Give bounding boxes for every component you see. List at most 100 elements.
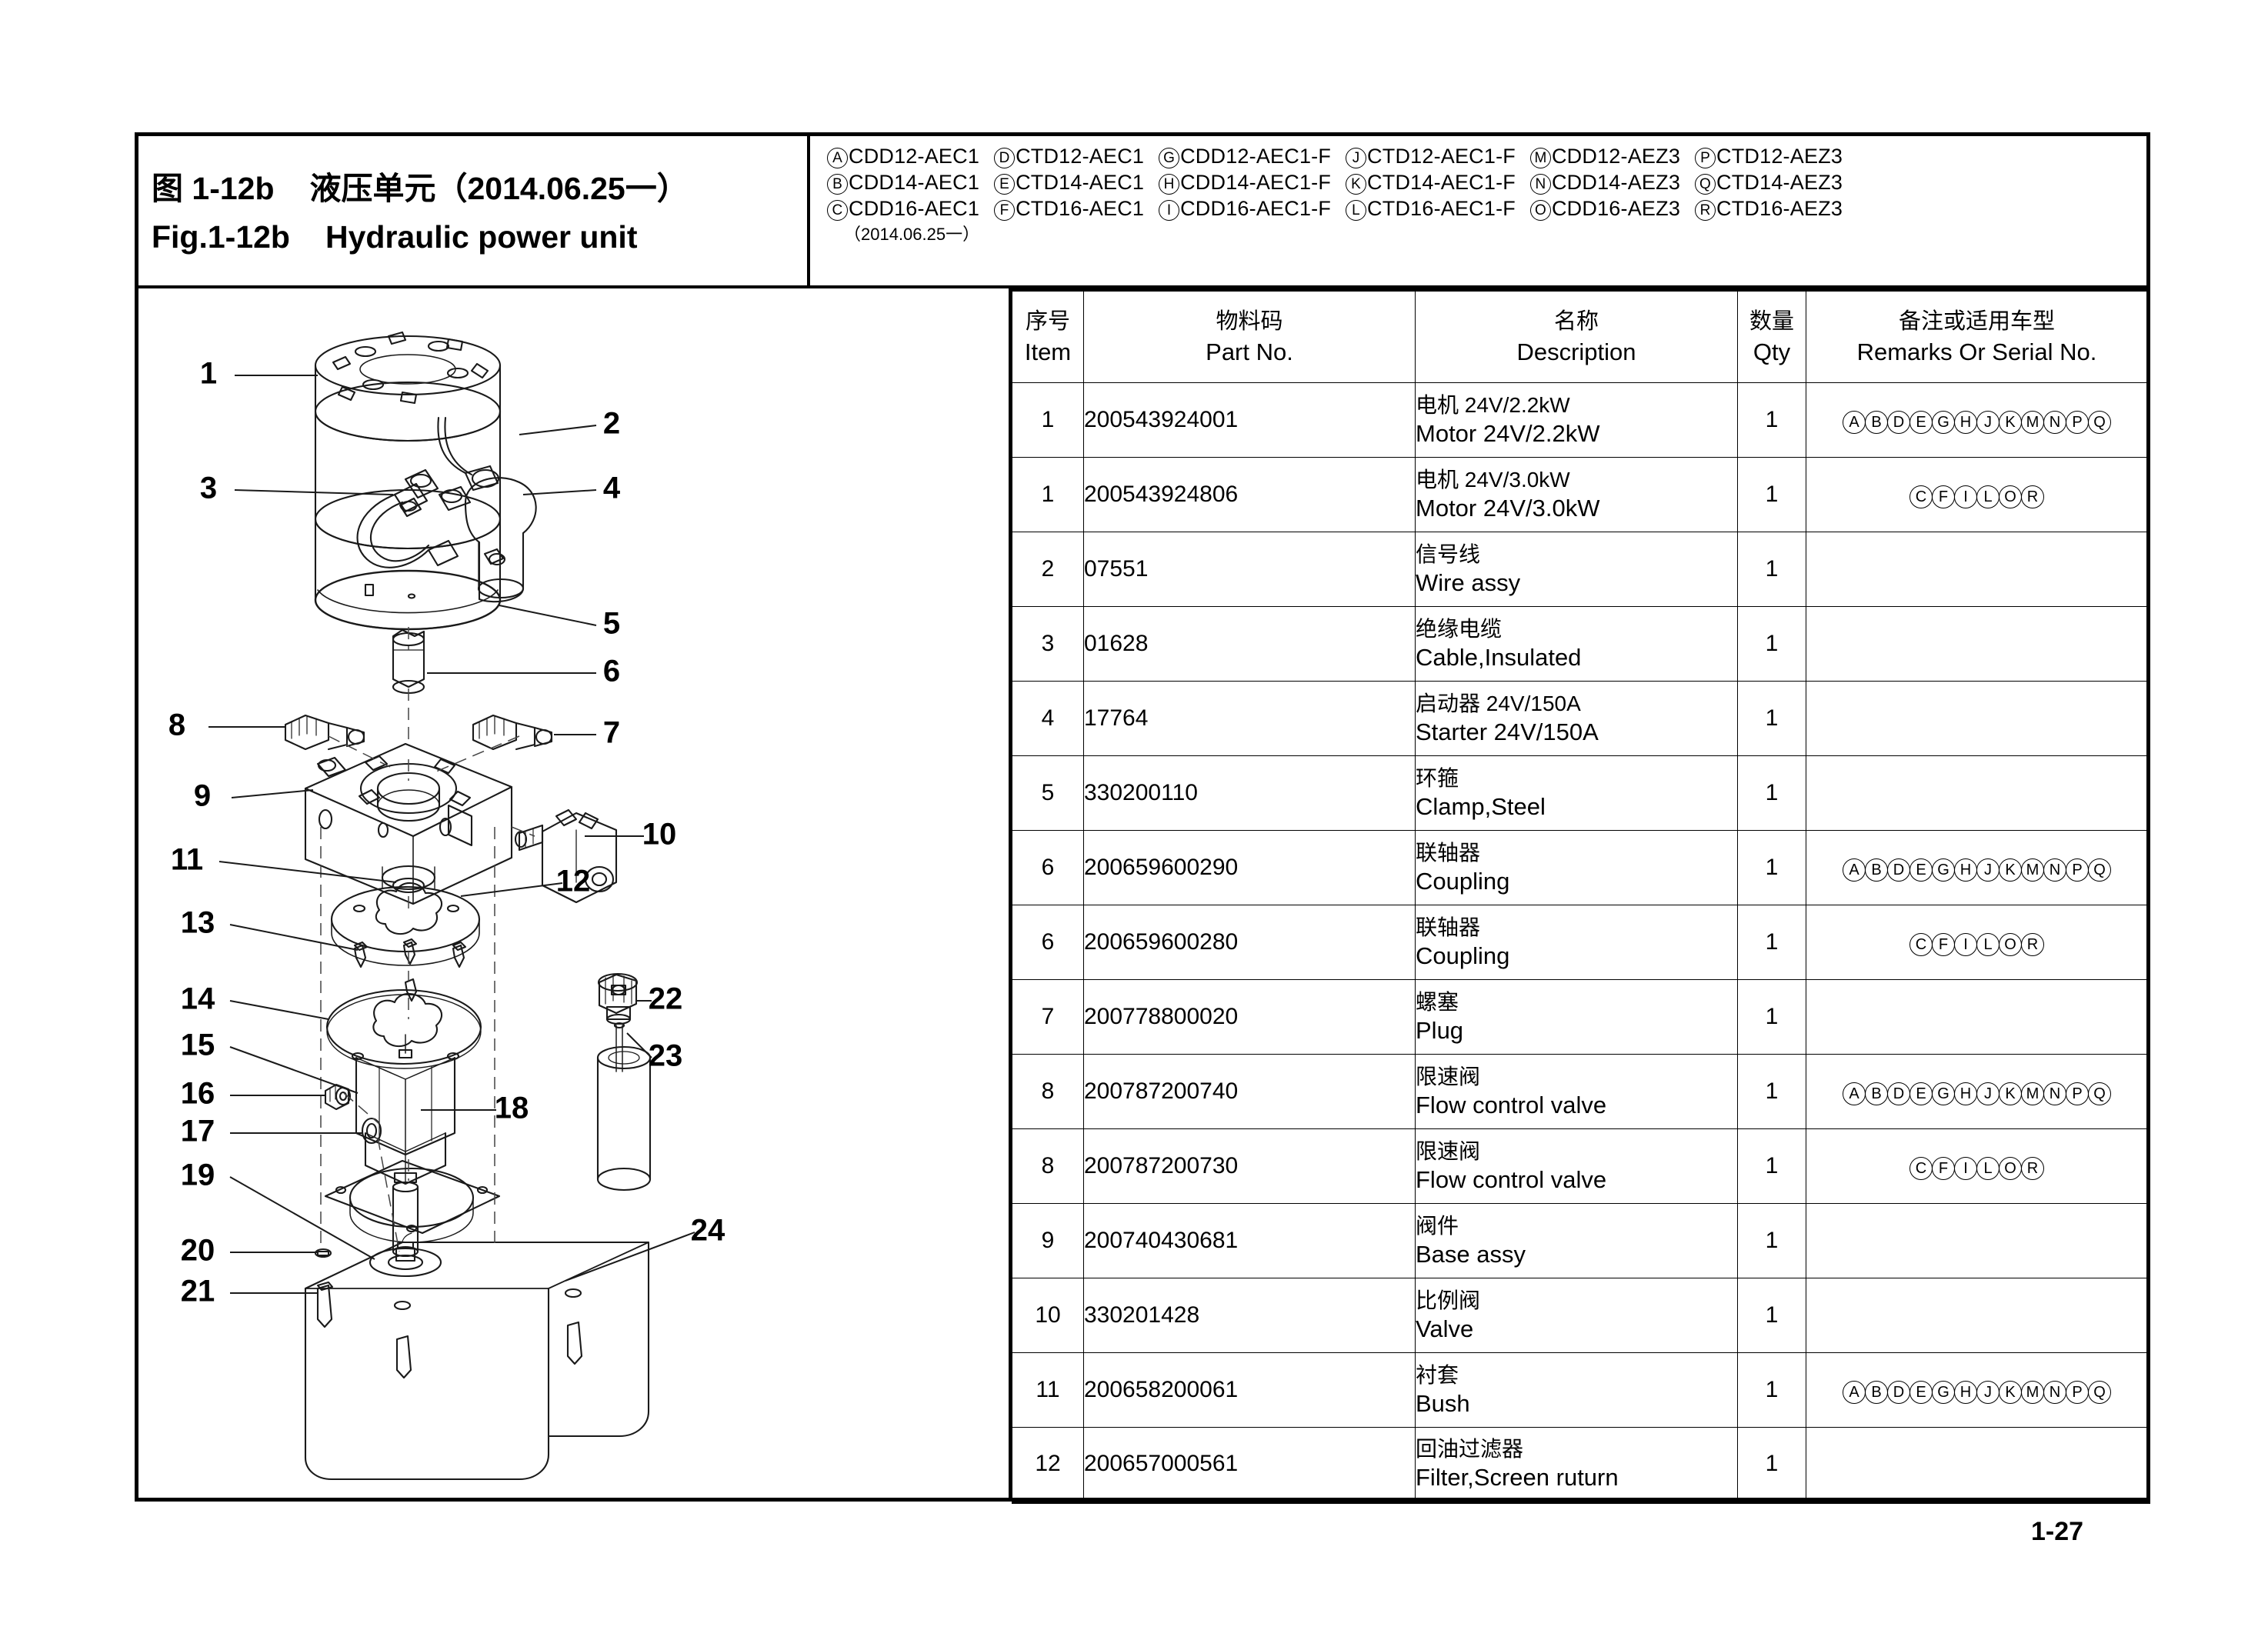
remark-mark-circle: D <box>1887 858 1910 882</box>
remark-mark-circle: H <box>1954 858 1977 882</box>
header-description-en: Description <box>1516 338 1636 365</box>
cell-remarks <box>1806 532 2150 607</box>
remark-mark-circle: E <box>1909 1380 1933 1404</box>
remark-mark-circle: L <box>1976 1156 2000 1180</box>
model-mark-circle: D <box>994 148 1016 168</box>
remark-mark-circle: Q <box>2088 1082 2111 1105</box>
cell-remarks <box>1806 979 2150 1055</box>
remark-mark-circle: Q <box>2088 1380 2111 1404</box>
diagram-callout-6: 6 <box>603 655 620 688</box>
cell-item: 1 <box>1012 382 1084 458</box>
diagram-callout-10: 10 <box>642 818 677 852</box>
model-mark-circle: A <box>827 148 848 168</box>
header-part-no-cn: 物料码 <box>1216 309 1283 334</box>
description-cn: 电机 24V/3.0kW <box>1416 468 1570 492</box>
remark-mark-circle: N <box>2043 858 2066 882</box>
description-en: Motor 24V/3.0kW <box>1416 495 1600 522</box>
header-description-cn: 名称 <box>1553 309 1599 334</box>
remark-mark-circle: H <box>1954 1380 1977 1404</box>
remark-mark-circle: E <box>1909 1082 1933 1105</box>
diagram-callout-21: 21 <box>181 1275 215 1308</box>
remark-mark-circle: P <box>2066 1082 2089 1105</box>
cell-qty: 1 <box>1737 1054 1806 1129</box>
remark-mark-circle: A <box>1843 1082 1866 1105</box>
description-en: Valve <box>1416 1315 1474 1342</box>
header-item: 序号 Item <box>1012 288 1084 383</box>
diagram-callout-20: 20 <box>181 1234 215 1268</box>
cell-remarks <box>1806 606 2150 682</box>
model-mark-circle: I <box>1159 200 1180 221</box>
remark-mark-circle: I <box>1954 1156 1977 1180</box>
model-mark-circle: B <box>827 174 848 195</box>
description-cn: 衬套 <box>1416 1363 1459 1387</box>
cell-part-no: 330200110 <box>1083 755 1416 831</box>
cell-qty: 1 <box>1737 1352 1806 1428</box>
remark-mark-circle: C <box>1909 932 1933 956</box>
remark-mark-circle: O <box>1999 485 2022 508</box>
cell-qty: 1 <box>1737 1427 1806 1504</box>
diagram-callout-17: 17 <box>181 1115 215 1148</box>
cell-item: 1 <box>1012 457 1084 532</box>
description-en: Coupling <box>1416 868 1510 895</box>
cell-part-no: 200543924001 <box>1083 382 1416 458</box>
cell-description: 比例阀 Valve <box>1415 1278 1738 1353</box>
header-remarks: 备注或适用车型 Remarks Or Serial No. <box>1806 288 2150 383</box>
cell-part-no: 200659600280 <box>1083 905 1416 980</box>
model-mark-circle: Q <box>1695 174 1716 195</box>
cell-qty: 1 <box>1737 905 1806 980</box>
remark-mark-circle: K <box>1999 410 2022 434</box>
cell-qty: 1 <box>1737 1203 1806 1278</box>
cell-item: 11 <box>1012 1352 1084 1428</box>
header-description: 名称 Description <box>1415 288 1738 383</box>
cell-item: 5 <box>1012 755 1084 831</box>
remark-mark-circle: R <box>2021 1156 2044 1180</box>
cell-part-no: 01628 <box>1083 606 1416 682</box>
remark-mark-circle: G <box>1932 858 1955 882</box>
parts-list-table: 序号 Item 物料码 Part No. 名称 Description <box>1012 288 2150 1504</box>
description-en: Base assy <box>1416 1241 1526 1268</box>
model-mark-circle: K <box>1346 174 1367 195</box>
diagram-callout-16: 16 <box>181 1077 215 1111</box>
description-cn: 联轴器 <box>1416 915 1481 939</box>
cell-item: 7 <box>1012 979 1084 1055</box>
description-cn: 比例阀 <box>1416 1288 1481 1312</box>
cell-item: 4 <box>1012 681 1084 756</box>
remark-mark-circle: C <box>1909 1156 1933 1180</box>
description-en: Motor 24V/2.2kW <box>1416 420 1600 447</box>
cell-item: 6 <box>1012 830 1084 905</box>
remark-mark-circle: I <box>1954 485 1977 508</box>
cell-qty: 1 <box>1737 979 1806 1055</box>
model-mark-circle: P <box>1695 148 1716 168</box>
cell-remarks <box>1806 681 2150 756</box>
model-mark-circle: N <box>1529 174 1551 195</box>
figure-name-en: Hydraulic power unit <box>325 219 638 255</box>
remark-mark-circle: M <box>2021 1380 2044 1404</box>
cell-part-no: 200740430681 <box>1083 1203 1416 1278</box>
remark-mark-circle: O <box>1999 1156 2022 1180</box>
remark-mark-circle: P <box>2066 858 2089 882</box>
remark-mark-circle: J <box>1976 1082 2000 1105</box>
